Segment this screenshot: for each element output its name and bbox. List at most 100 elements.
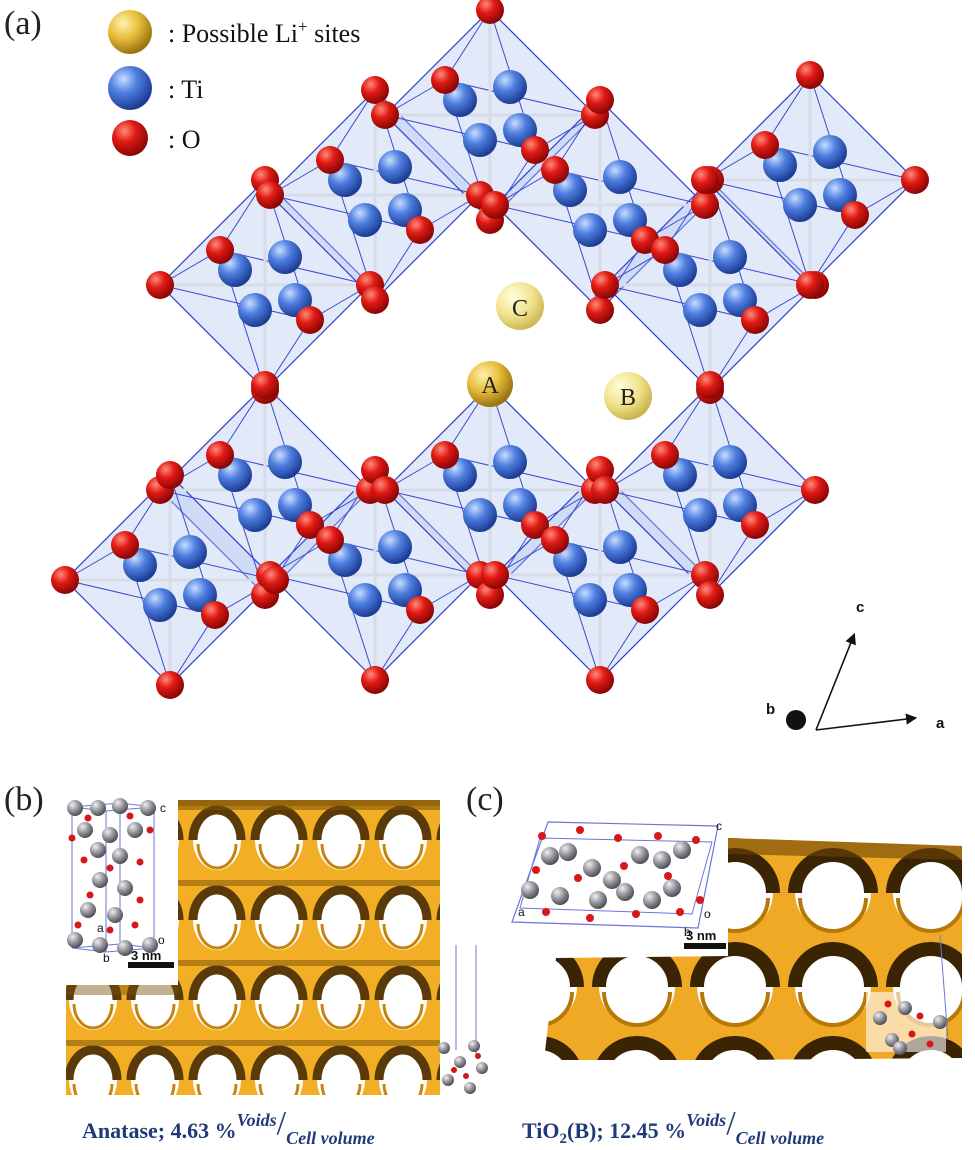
o-atom: [86, 891, 94, 899]
o-atom: [696, 896, 704, 904]
o-atom: [74, 921, 82, 929]
site-label-a: A: [481, 373, 499, 399]
o-atom: [126, 812, 134, 820]
ti-atom: [493, 445, 527, 479]
ti-atom: [112, 798, 128, 814]
o-atom: [591, 476, 619, 504]
ti-atom: [643, 891, 661, 909]
ti-atom: [117, 880, 133, 896]
ti-atom: [551, 887, 569, 905]
o-atom: [796, 61, 824, 89]
ti-atom: [589, 891, 607, 909]
ti-atom: [573, 213, 607, 247]
li-sites: A B C: [467, 282, 652, 420]
o-atom: [206, 236, 234, 264]
o-atom: [316, 146, 344, 174]
o-atom: [476, 0, 504, 24]
o-atom: [131, 921, 139, 929]
ti-atom: [77, 822, 93, 838]
o-atom: [146, 826, 154, 834]
o-atom: [696, 371, 724, 399]
ti-atom: [238, 498, 272, 532]
ti-atom: [107, 907, 123, 923]
ti-atom: [616, 883, 634, 901]
o-atom: [136, 858, 144, 866]
o-atom: [251, 371, 279, 399]
tio2b-unit-cell-inset: c a b o 3 nm: [505, 815, 727, 949]
ti-atom: [142, 937, 158, 953]
inset-b-label-b: b: [103, 951, 110, 965]
o-atom: [406, 216, 434, 244]
o-atom: [406, 596, 434, 624]
o-atom: [481, 561, 509, 589]
o-atom: [741, 306, 769, 334]
ti-atom: [683, 293, 717, 327]
scale-label-b: 3 nm: [131, 948, 161, 963]
o-atom: [901, 166, 929, 194]
o-atom: [541, 156, 569, 184]
ti-atom: [713, 445, 747, 479]
ti-atom: [348, 203, 382, 237]
o-atom: [361, 76, 389, 104]
o-atom: [692, 836, 700, 844]
caption-tio2b: TiO2(B); 12.45 %Voids/Cell volume: [522, 1105, 824, 1148]
ti-atom: [603, 530, 637, 564]
panel-label-b: (b): [4, 781, 44, 818]
o-atom: [651, 441, 679, 469]
ti-atom: [117, 940, 133, 956]
crystal-axes: c a b: [766, 599, 945, 732]
o-atom-legend-icon: [112, 120, 148, 156]
anatase-small-cell: [438, 945, 488, 1094]
ti-atom: [67, 932, 83, 948]
inset-c-label-a: a: [518, 905, 525, 919]
o-atom: [481, 191, 509, 219]
b-axis-dot: [786, 710, 806, 730]
o-atom: [156, 461, 184, 489]
anatase-void-surface: [66, 800, 440, 1095]
ti-atom: [348, 583, 382, 617]
ti-atom: [268, 445, 302, 479]
a-axis-arrow: [815, 713, 918, 731]
legend-li-label: : Possible Li+ sites: [168, 17, 360, 48]
ti-atom: [92, 937, 108, 953]
o-atom: [136, 896, 144, 904]
o-atom: [538, 832, 546, 840]
o-atom: [651, 236, 679, 264]
o-atom: [80, 856, 88, 864]
ti-atom: [713, 240, 747, 274]
ti-atom: [127, 822, 143, 838]
o-atom: [361, 666, 389, 694]
octahedron-edge: [494, 204, 646, 241]
inset-b-label-c: c: [160, 801, 166, 815]
c-axis-arrow: [815, 632, 856, 731]
octahedron-edge: [604, 284, 756, 321]
ti-atom-legend-icon: [108, 66, 152, 110]
o-atom: [676, 908, 684, 916]
octahedron-edge: [159, 489, 311, 526]
ti-atom: [541, 847, 559, 865]
tio2b-small-cell: [866, 934, 949, 1055]
ti-atom: [583, 859, 601, 877]
o-atom: [521, 511, 549, 539]
o-atom: [371, 101, 399, 129]
legend-o-label: : O: [168, 125, 201, 154]
o-atom: [431, 66, 459, 94]
o-atom: [691, 166, 719, 194]
inset-b-label-o: o: [158, 933, 165, 947]
o-atom: [84, 814, 92, 822]
o-atom: [691, 191, 719, 219]
o-atom: [296, 511, 324, 539]
o-atom: [316, 526, 344, 554]
o-atom: [586, 86, 614, 114]
octahedron-edge: [64, 579, 216, 616]
ti-atom: [463, 123, 497, 157]
scale-bar-c: [684, 943, 726, 949]
o-atom: [576, 826, 584, 834]
ti-atom: [653, 851, 671, 869]
ti-atom: [378, 150, 412, 184]
o-atom: [256, 181, 284, 209]
o-atom: [614, 834, 622, 842]
o-atom: [696, 581, 724, 609]
scale-label-c: 3 nm: [686, 928, 716, 943]
